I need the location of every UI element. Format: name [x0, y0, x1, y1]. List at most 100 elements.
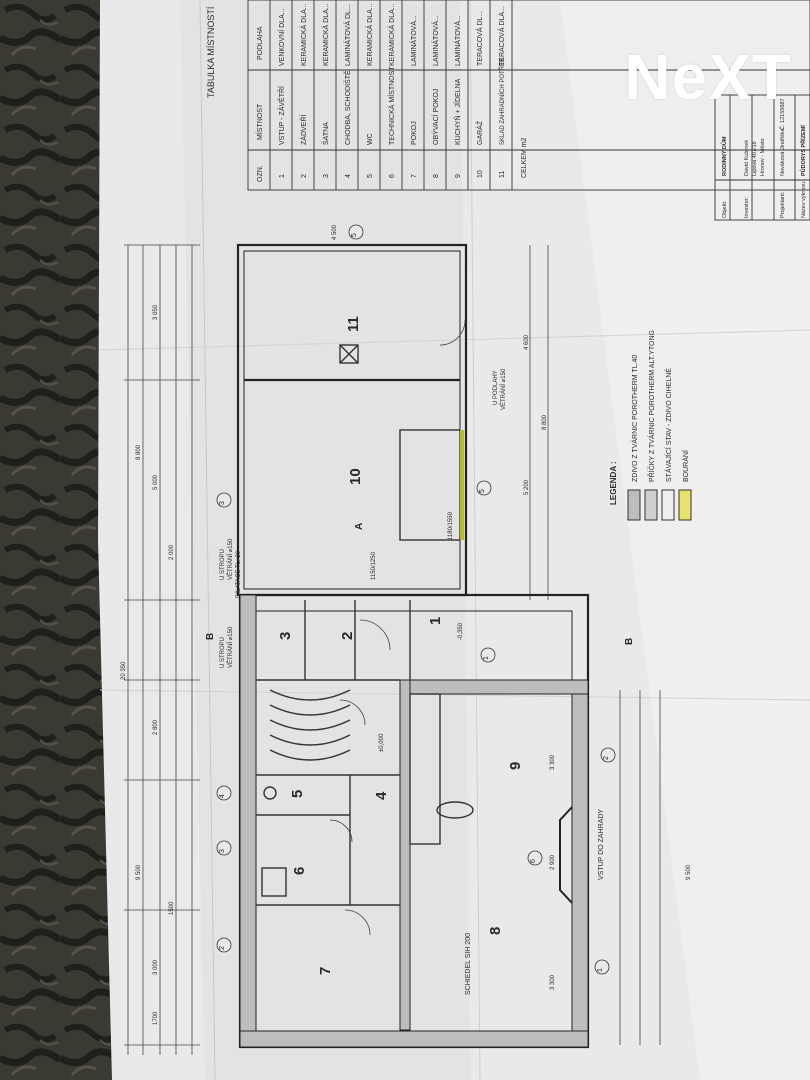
table-row-name: ŠATNA — [321, 122, 330, 145]
room-11: 11 — [345, 316, 362, 332]
chimney-label: SCHIEDEL SIH 200 — [465, 933, 472, 995]
room-3: 3 — [277, 632, 294, 640]
ventilation-ceiling-label: VĚTRÁNÍ ⌀150 — [226, 538, 234, 580]
table-row-floor: TERACOVÁ DLA... — [497, 6, 506, 66]
table-row-name: GARÁŽ — [475, 120, 484, 145]
title-extra-city: Hronov - Město — [760, 138, 766, 176]
axis-label: 4 — [219, 794, 226, 798]
dimension-value: 2 900 — [550, 854, 556, 870]
dimension-value: 4 600 — [524, 334, 530, 350]
room-5: 5 — [289, 790, 306, 798]
dimension-value: 1500 — [169, 901, 175, 915]
table-title: TABULKA MÍSTNOSTÍ — [206, 6, 216, 98]
table-row-floor: LAMINÁTOVÁ DL... — [343, 4, 352, 66]
room-2: 2 — [339, 632, 356, 640]
dimension-value: 3 300 — [550, 974, 556, 990]
table-row-floor: KERAMICKÁ DLA... — [299, 3, 308, 66]
door-swings — [329, 319, 466, 936]
axis-label: 3 — [219, 501, 226, 505]
thick-walls — [239, 594, 589, 1048]
table-row-name: OBÝVACÍ POKOJ — [431, 89, 440, 145]
legend-item: STÁVAJÍCÍ STAV - ZDIVO CIHELNÉ — [664, 368, 673, 482]
dimension-values-right: 9 500 3 300 2 900 3 300 5 200 4 600 8 80… — [524, 334, 692, 990]
table-row-num: 11 — [499, 171, 506, 178]
title-value-object: RODINNÝ DŮM — [720, 136, 728, 176]
room-labels: 1 2 3 4 5 6 7 8 9 10 11 — [277, 316, 524, 975]
room-table-grid — [247, 0, 810, 191]
ventilation-floor-label: VĚTRÁNÍ ⌀150 — [499, 368, 507, 410]
table-row-name: WC — [367, 133, 374, 145]
level-zero: ±0,000 — [379, 733, 385, 752]
room-4: 4 — [373, 791, 390, 800]
table-row-num: 5 — [367, 174, 374, 178]
legend-item: PŘÍČKY Z TVÁRNIC POROTHERM ALT.YTONG — [647, 330, 656, 482]
dimension-lines-right — [529, 245, 661, 1045]
title-label-drawing: Název výkresu: — [801, 180, 807, 218]
table-row-num: 4 — [345, 174, 352, 178]
table-row-num: 1 — [279, 174, 286, 178]
dimension-value: 5 000 — [153, 474, 159, 490]
dilatation-label: DILATACE TL. 20 — [236, 550, 242, 598]
next-logo: NeXT — [624, 41, 792, 113]
table-row-floor: LAMINÁTOVÁ... — [409, 15, 418, 66]
room-7: 7 — [317, 967, 334, 975]
title-extra-address: Lipová 407/18 — [752, 141, 758, 176]
dimension-values-left: 20 350 9 500 8 800 3 050 1700 3 000 1500… — [121, 224, 338, 1025]
table-row-name: ZÁDVEŘÍ — [299, 115, 308, 145]
dimension-value: 4 500 — [332, 224, 338, 240]
axis-labels: 1 2 3 4 5 3 6 1 2 5 — [219, 233, 610, 972]
axis-label: 1 — [597, 968, 604, 972]
legend-text: LEGENDA : ZDIVO Z TVÁRNIC POROTHERM TL.4… — [609, 330, 690, 505]
ventilation-floor-sub: U PODLAHY — [493, 370, 499, 405]
axis-label: 6 — [530, 859, 537, 863]
title-value-investor: David Kubrnek — [744, 140, 750, 176]
room-6: 6 — [291, 867, 308, 875]
section-marker-b: B — [624, 638, 635, 645]
axis-markers — [216, 224, 616, 975]
table-row-num: 8 — [433, 174, 440, 178]
ventilation-ceiling-sub: U STROPU — [220, 549, 226, 580]
title-extra-number: Č. 12155687 — [779, 99, 786, 131]
table-row-num: 9 — [455, 174, 462, 178]
table-header-num: OZN. — [257, 165, 264, 182]
dimension-value: 9 500 — [136, 864, 142, 880]
axis-label: 3 — [219, 849, 226, 853]
partitions — [256, 344, 474, 906]
legend-swatches — [627, 489, 692, 521]
table-row-name: TECHNICKÁ MÍSTNOST — [387, 66, 396, 145]
table-row-name: VSTUP - ZÁVĚTŘÍ — [277, 86, 286, 145]
dimension-value: 2 800 — [153, 719, 159, 735]
table-row-floor: VENKOVNÍ DLA... — [277, 8, 286, 66]
title-block-grid — [714, 94, 810, 221]
table-total: CELKEM m2 — [521, 137, 528, 178]
dimension-value: 3 300 — [550, 754, 556, 770]
room-10: 10 — [347, 468, 364, 485]
room-9: 9 — [507, 762, 524, 770]
table-row-floor: TERACOVÁ DL... — [475, 11, 484, 66]
table-row-floor: KERAMICKÁ DLA... — [387, 3, 396, 66]
dimension-value: 8 800 — [542, 414, 548, 430]
room-table-text: TABULKA MÍSTNOSTÍ OZN. MÍSTNOST PODLAHA … — [206, 3, 528, 182]
title-label-object: Objekt: — [722, 200, 728, 218]
table-row-num: 6 — [389, 174, 396, 178]
title-label-investor: Investor: — [744, 196, 750, 218]
legend-item: BOURÁNÍ — [681, 450, 690, 482]
table-row-floor: KERAMICKÁ DLA... — [321, 3, 330, 66]
plan-annotations: VĚTRÁNÍ ⌀150 U STROPU VĚTRÁNÍ ⌀150 U STR… — [205, 368, 635, 995]
opening-dimension: 1150/1250 — [371, 551, 377, 580]
axis-label: 2 — [219, 946, 226, 950]
axis-label: 5 — [479, 489, 486, 493]
section-marker-a: A — [354, 523, 365, 530]
dimension-value: 1700 — [153, 1011, 159, 1025]
table-row-num: 2 — [301, 174, 308, 178]
dimension-value: 2 000 — [169, 544, 175, 560]
axis-label: 1 — [483, 656, 490, 660]
dimension-lines-left — [124, 244, 200, 1055]
axis-label: 5 — [351, 233, 358, 237]
table-row-name: SKLAD ZAHRADNÍCH POTŘEB — [498, 58, 506, 145]
title-value-designer: Nováková Jindřiška — [780, 127, 786, 176]
title-block-text: Objekt: RODINNÝ DŮM Investor: David Kubr… — [720, 99, 807, 219]
garden-entry-label: VSTUP DO ZAHRADY — [598, 809, 605, 880]
dimension-value: 3 000 — [153, 959, 159, 975]
title-value-drawing: PŮDORYS PŘÍZEMÍ — [799, 125, 807, 176]
